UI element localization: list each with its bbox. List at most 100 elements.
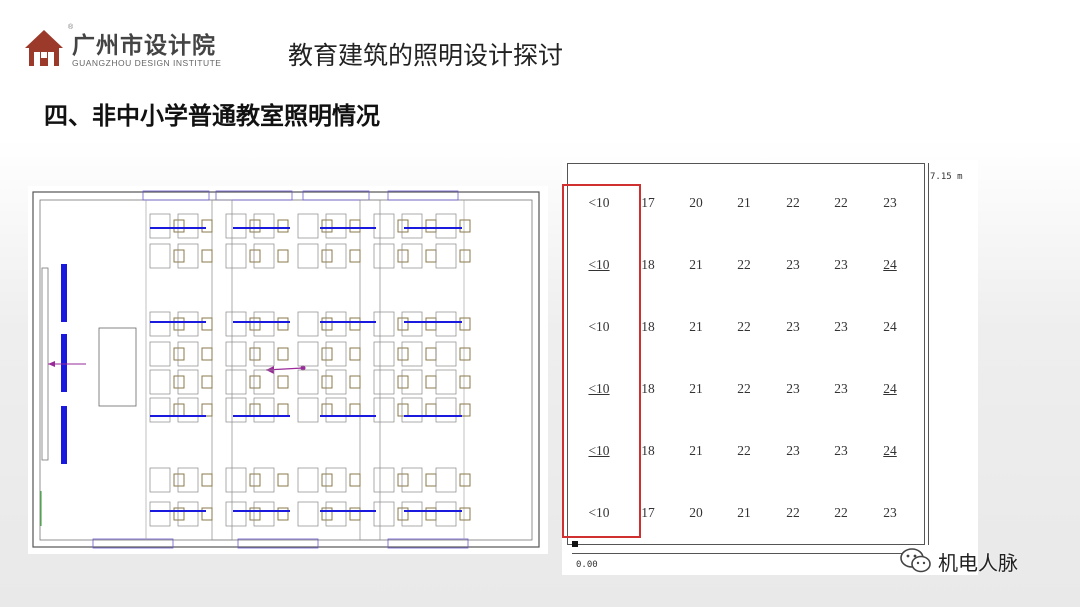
chair bbox=[459, 375, 471, 389]
desk bbox=[401, 213, 423, 239]
chair bbox=[459, 507, 471, 521]
illuminance-cell: 23 bbox=[883, 505, 897, 520]
desk bbox=[325, 397, 347, 423]
chair bbox=[321, 219, 333, 233]
company-logo: ® 广州市设计院 GUANGZHOU DESIGN INSTITUTE bbox=[24, 24, 264, 72]
desk bbox=[253, 243, 275, 269]
desk bbox=[253, 311, 275, 337]
desk bbox=[401, 467, 423, 493]
desk bbox=[177, 397, 199, 423]
illuminance-cell: <10 bbox=[588, 381, 610, 396]
desk bbox=[177, 501, 199, 527]
floor-plan-drawing bbox=[32, 190, 540, 549]
desk bbox=[325, 369, 347, 395]
chair bbox=[321, 347, 333, 361]
desk bbox=[325, 467, 347, 493]
registered-mark: ® bbox=[68, 24, 74, 31]
desk bbox=[325, 311, 347, 337]
watermark-text: 机电人脉 bbox=[938, 550, 1018, 575]
illuminance-cell: 23 bbox=[834, 443, 848, 458]
chair bbox=[201, 249, 213, 263]
dimension-label-origin: 0.00 bbox=[576, 560, 598, 570]
chair bbox=[459, 219, 471, 233]
desk bbox=[373, 213, 395, 239]
illuminance-cell: 21 bbox=[689, 443, 703, 458]
chair bbox=[349, 317, 361, 331]
desk bbox=[225, 501, 247, 527]
chair bbox=[397, 317, 409, 331]
chair bbox=[425, 507, 437, 521]
illuminance-cell: <10 bbox=[588, 319, 610, 334]
chair bbox=[321, 473, 333, 487]
desk bbox=[225, 243, 247, 269]
illuminance-cell: 22 bbox=[834, 505, 848, 520]
desk bbox=[297, 213, 319, 239]
illuminance-cell: 18 bbox=[641, 381, 655, 396]
chair bbox=[249, 249, 261, 263]
chair bbox=[397, 347, 409, 361]
chair bbox=[397, 473, 409, 487]
desk bbox=[435, 213, 457, 239]
chair bbox=[201, 507, 213, 521]
desk bbox=[225, 213, 247, 239]
desk bbox=[435, 243, 457, 269]
desk bbox=[177, 341, 199, 367]
desk bbox=[373, 311, 395, 337]
desk bbox=[149, 213, 171, 239]
chair bbox=[173, 249, 185, 263]
chair bbox=[201, 317, 213, 331]
chair bbox=[459, 249, 471, 263]
illuminance-cell: 22 bbox=[737, 443, 751, 458]
illuminance-cell: 23 bbox=[834, 257, 848, 272]
chair bbox=[397, 375, 409, 389]
chair bbox=[349, 219, 361, 233]
logo-english-name: GUANGZHOU DESIGN INSTITUTE bbox=[72, 58, 222, 68]
desk bbox=[435, 397, 457, 423]
desk bbox=[253, 397, 275, 423]
illuminance-cell: 21 bbox=[737, 195, 751, 210]
desk bbox=[373, 369, 395, 395]
chair bbox=[173, 347, 185, 361]
desk bbox=[253, 467, 275, 493]
desk bbox=[297, 243, 319, 269]
chair bbox=[425, 473, 437, 487]
illuminance-cell: 21 bbox=[737, 505, 751, 520]
chair bbox=[397, 249, 409, 263]
chair bbox=[173, 473, 185, 487]
chair bbox=[459, 347, 471, 361]
desk bbox=[435, 341, 457, 367]
logo-chinese-name: 广州市设计院 bbox=[72, 33, 216, 59]
illuminance-cell: <10 bbox=[588, 443, 610, 458]
origin-marker bbox=[572, 541, 578, 547]
desk bbox=[177, 213, 199, 239]
desk bbox=[149, 397, 171, 423]
chair bbox=[459, 317, 471, 331]
chair bbox=[459, 403, 471, 417]
desk bbox=[253, 501, 275, 527]
illuminance-cell: 22 bbox=[786, 195, 800, 210]
illuminance-cell: 24 bbox=[883, 443, 897, 458]
classroom-floor-plan bbox=[28, 186, 548, 554]
desk bbox=[373, 243, 395, 269]
chair bbox=[321, 317, 333, 331]
chair bbox=[173, 507, 185, 521]
illuminance-cell: 23 bbox=[786, 319, 800, 334]
chair bbox=[321, 507, 333, 521]
chair bbox=[201, 375, 213, 389]
desk bbox=[253, 341, 275, 367]
desk bbox=[325, 341, 347, 367]
low-illuminance-highlight bbox=[562, 184, 641, 538]
chair bbox=[349, 249, 361, 263]
chair bbox=[277, 403, 289, 417]
desk bbox=[297, 501, 319, 527]
slide-title: 教育建筑的照明设计探讨 bbox=[288, 41, 564, 70]
chair bbox=[349, 347, 361, 361]
desk bbox=[177, 243, 199, 269]
chair bbox=[349, 507, 361, 521]
illuminance-cell: 21 bbox=[689, 381, 703, 396]
wechat-icon bbox=[900, 548, 931, 573]
chair bbox=[425, 403, 437, 417]
section-heading: 四、非中小学普通教室照明情况 bbox=[44, 102, 380, 130]
desk bbox=[435, 467, 457, 493]
